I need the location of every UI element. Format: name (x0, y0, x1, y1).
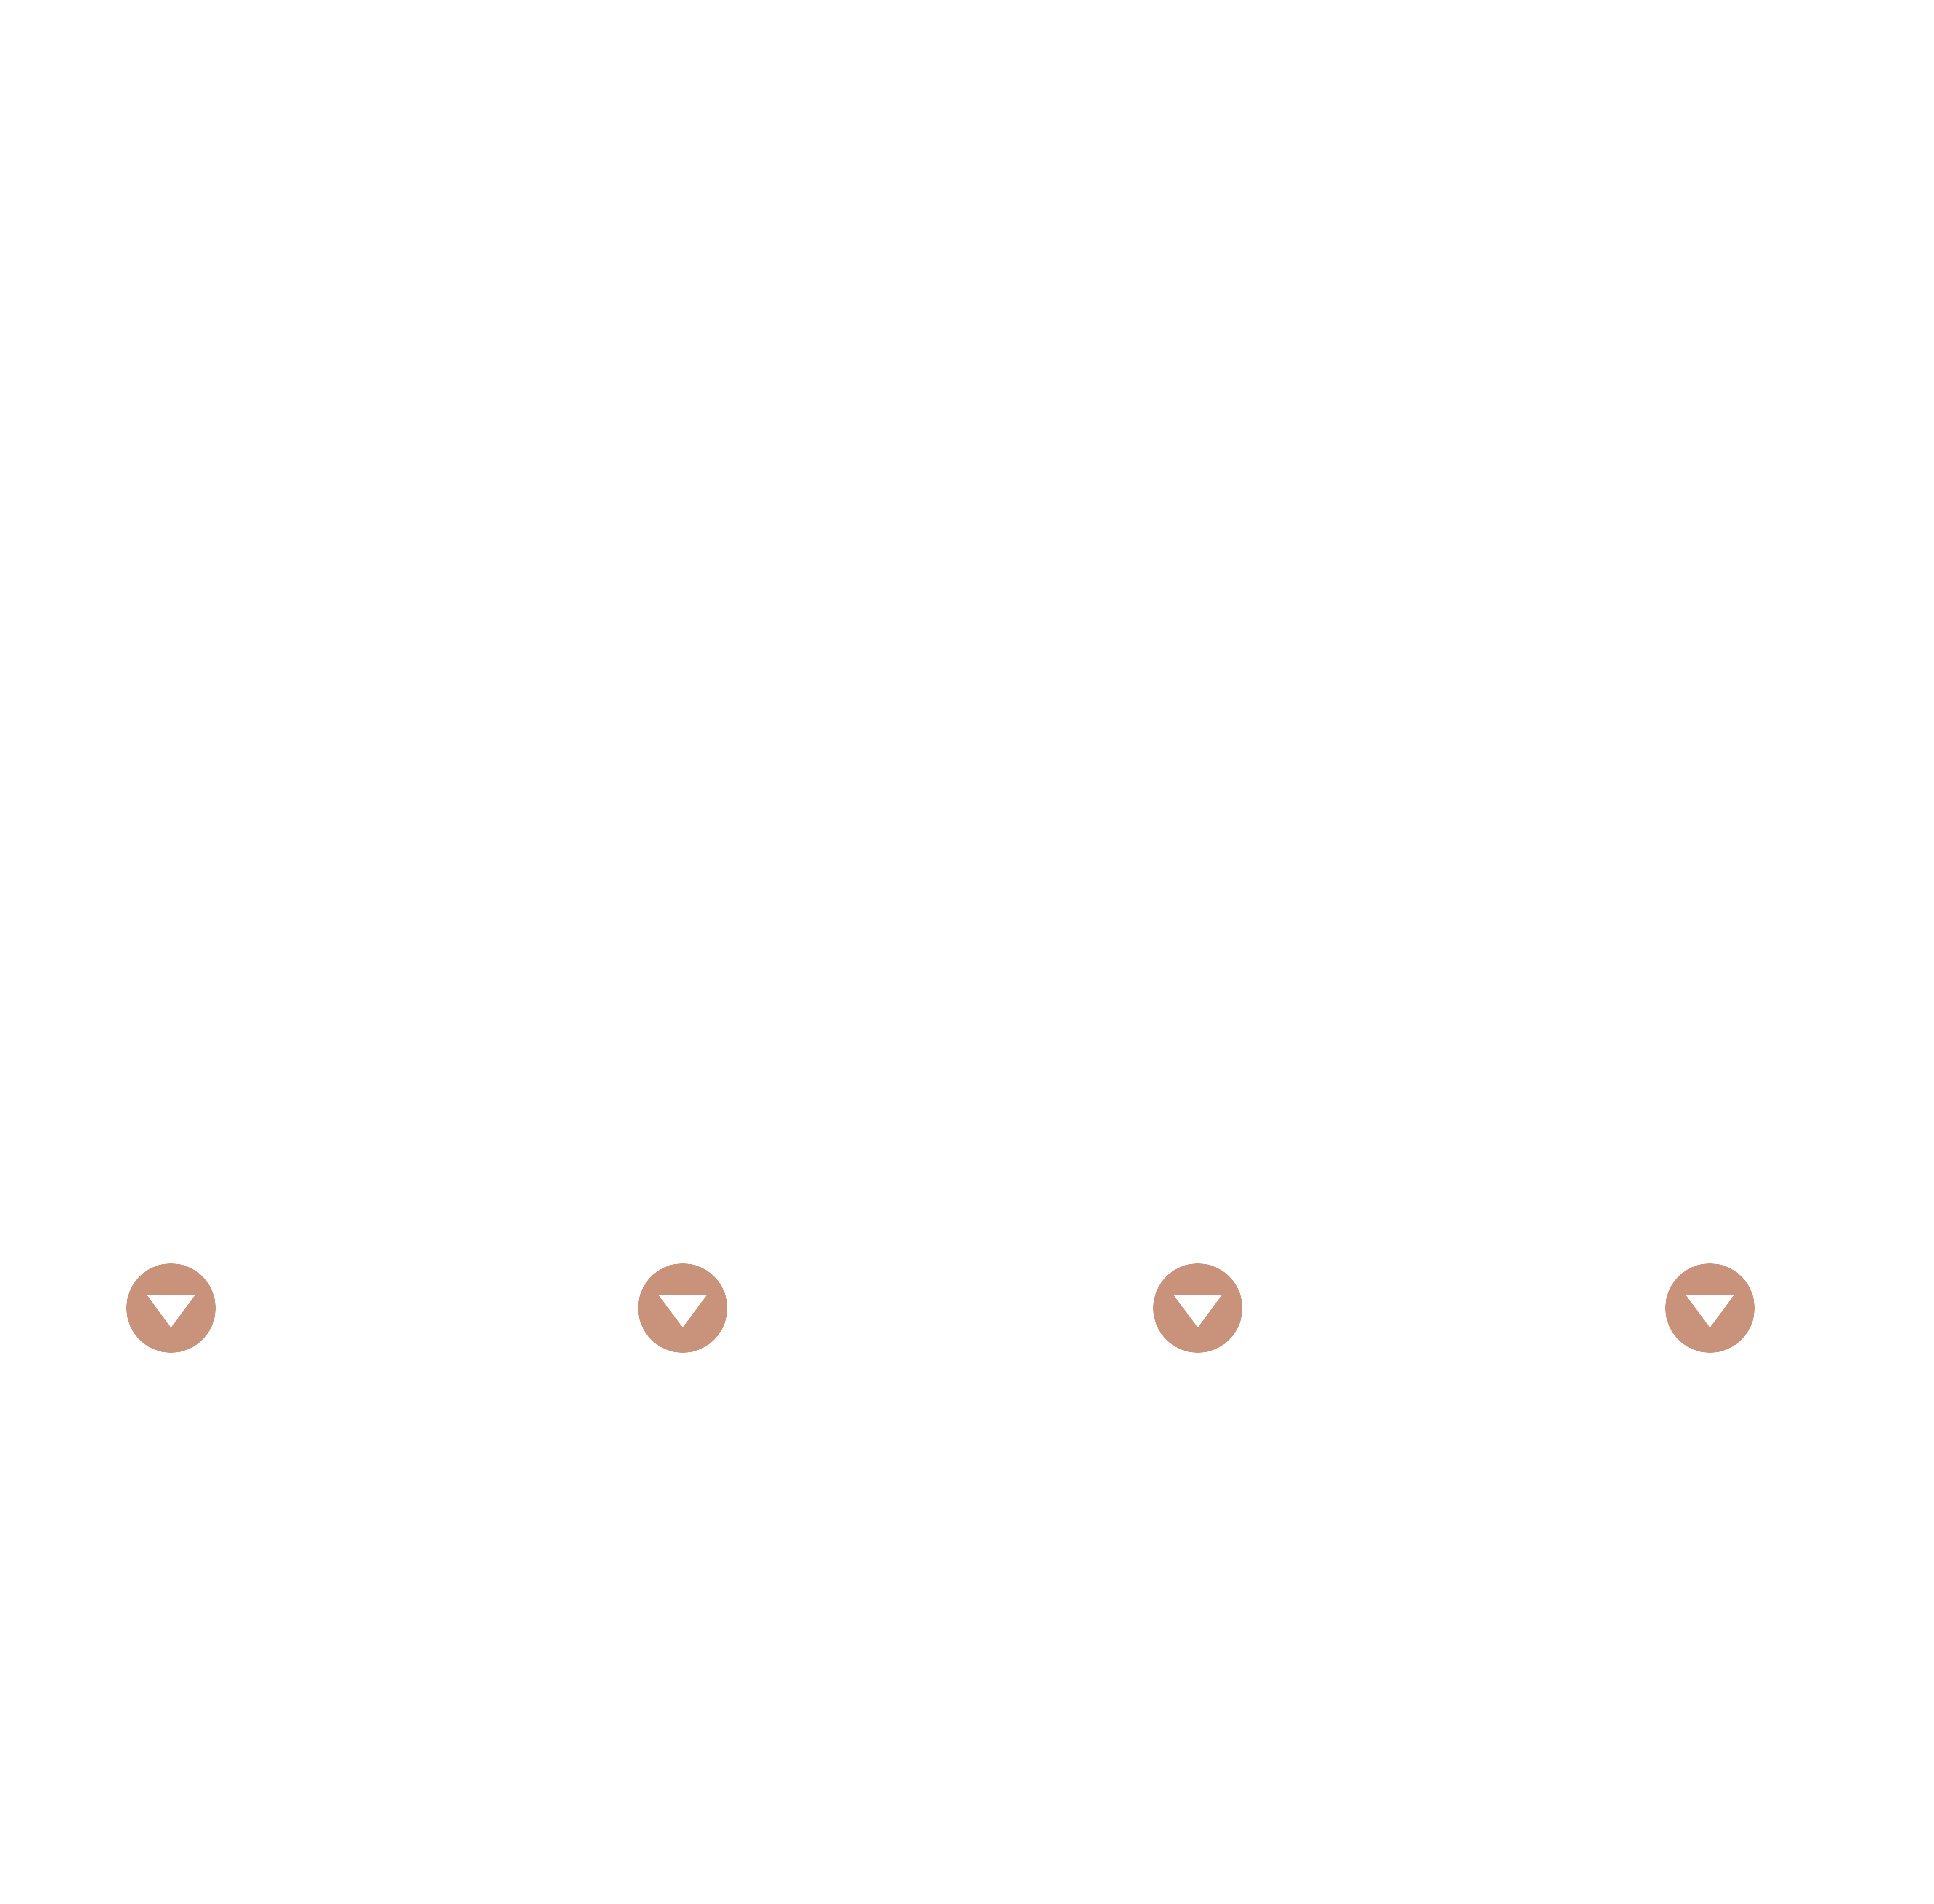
chevron-down-icon (1153, 1263, 1242, 1353)
dropdown-toggle-3[interactable] (1153, 1263, 1242, 1353)
chevron-down-icon (126, 1263, 216, 1353)
dropdown-toggle-2[interactable] (638, 1263, 727, 1353)
dropdown-toggle-4[interactable] (1665, 1263, 1755, 1353)
chevron-down-icon (638, 1263, 727, 1353)
dropdown-toggle-1[interactable] (126, 1263, 216, 1353)
chevron-down-icon (1665, 1263, 1755, 1353)
